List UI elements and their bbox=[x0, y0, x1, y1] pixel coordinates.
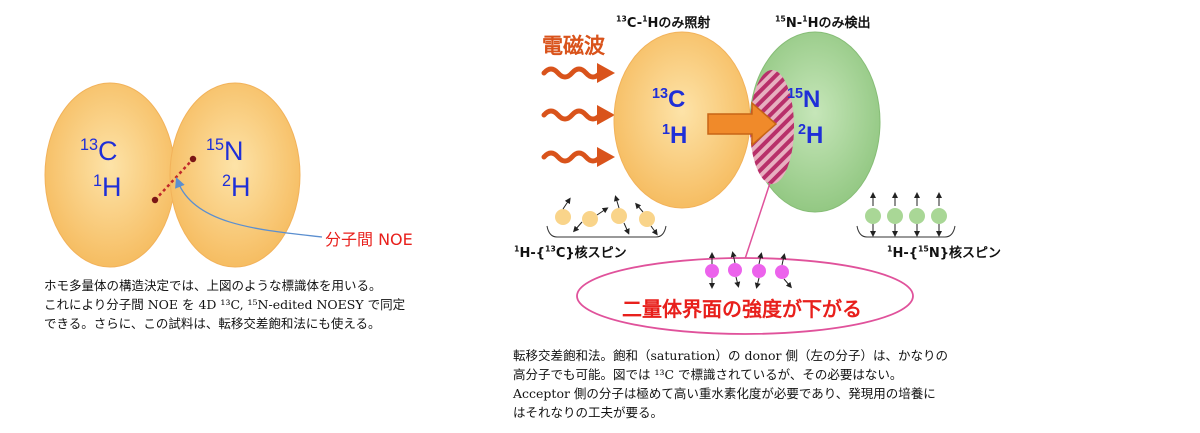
right-caption-line: 転移交差飽和法。飽和（saturation）の donor 側（左の分子）は、か… bbox=[513, 348, 948, 363]
acceptor-spin-label: 1H-{15N}核スピン bbox=[887, 244, 1001, 261]
em-wave-arrowheads bbox=[597, 63, 615, 167]
interface-text: 二量体界面の強度が下がる bbox=[622, 297, 862, 321]
right-caption-line: Acceptor 側の分子は極めて高い重水素化度が必要であり、発現用の培養に bbox=[513, 386, 936, 401]
left-caption-line: ホモ多量体の構造決定では、上図のような標識体を用いる。 bbox=[44, 278, 382, 293]
detect-label: 15N-1Hのみ検出 bbox=[775, 14, 871, 31]
acceptor-2h-label: 2H bbox=[798, 122, 824, 149]
donor-spin-label: 1H-{13C}核スピン bbox=[514, 244, 627, 261]
donor-13c-label: 13C bbox=[652, 86, 686, 113]
irradiate-label: 13C-1Hのみ照射 bbox=[616, 14, 711, 31]
right-molecule-15n bbox=[169, 82, 301, 268]
right-caption-line: 高分子でも可能。図では ¹³C で標識されているが、その必要はない。 bbox=[513, 367, 903, 382]
left-spin-bracket bbox=[546, 225, 667, 238]
left-caption-line: これにより分子間 NOE を 4D ¹³C, ¹⁵N-edited NOESY … bbox=[44, 297, 406, 312]
noe-pointer-arrow bbox=[175, 177, 323, 238]
em-wave-label: 電磁波 bbox=[542, 34, 605, 58]
noe-label: 分子間 NOE bbox=[325, 230, 413, 249]
interface-spins bbox=[705, 251, 792, 289]
acceptor-spins bbox=[865, 192, 947, 237]
interface-connector bbox=[743, 182, 771, 263]
acceptor-15n-label: 15N bbox=[787, 86, 821, 113]
em-waves bbox=[541, 66, 603, 164]
left-caption-line: できる。さらに、この試料は、転移交差飽和法にも使える。 bbox=[44, 316, 381, 331]
donor-1h-label: 1H bbox=[662, 122, 688, 149]
noe-atom-right bbox=[189, 155, 197, 163]
right-2h-label: 2H bbox=[222, 172, 251, 202]
interface-callout bbox=[576, 257, 914, 335]
right-15n-label: 15N bbox=[206, 136, 244, 166]
right-caption-line: はそれなりの工夫が要る。 bbox=[513, 405, 664, 420]
donor-spins bbox=[555, 195, 658, 236]
noe-atom-left bbox=[151, 196, 159, 204]
right-caption: 転移交差飽和法。飽和（saturation）の donor 側（左の分子）は、か… bbox=[513, 346, 948, 422]
left-13c-label: 13C bbox=[80, 136, 118, 166]
left-1h-label: 1H bbox=[93, 172, 122, 202]
transfer-arrow bbox=[707, 101, 778, 147]
right-spin-bracket bbox=[856, 225, 956, 238]
left-caption: ホモ多量体の構造決定では、上図のような標識体を用いる。 これにより分子間 NOE… bbox=[44, 276, 405, 333]
